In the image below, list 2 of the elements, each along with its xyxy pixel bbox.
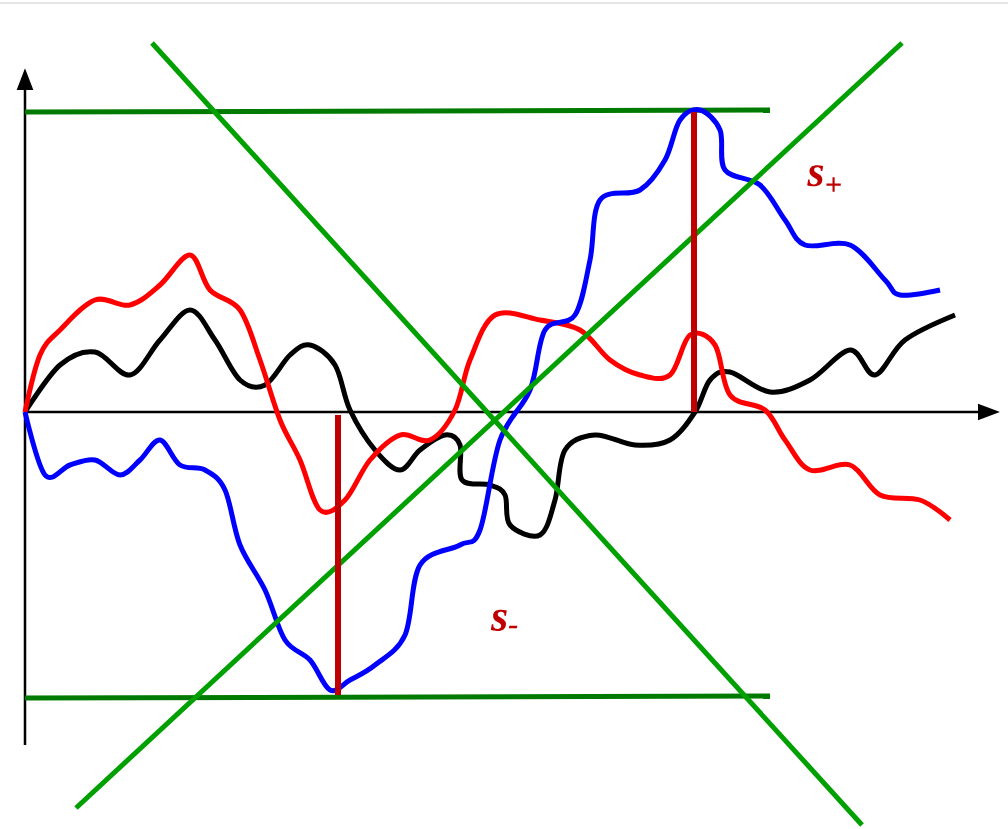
math-label: s$_{+}$ [807, 165, 841, 192]
math-label: s$_{-}$ [490, 609, 518, 631]
